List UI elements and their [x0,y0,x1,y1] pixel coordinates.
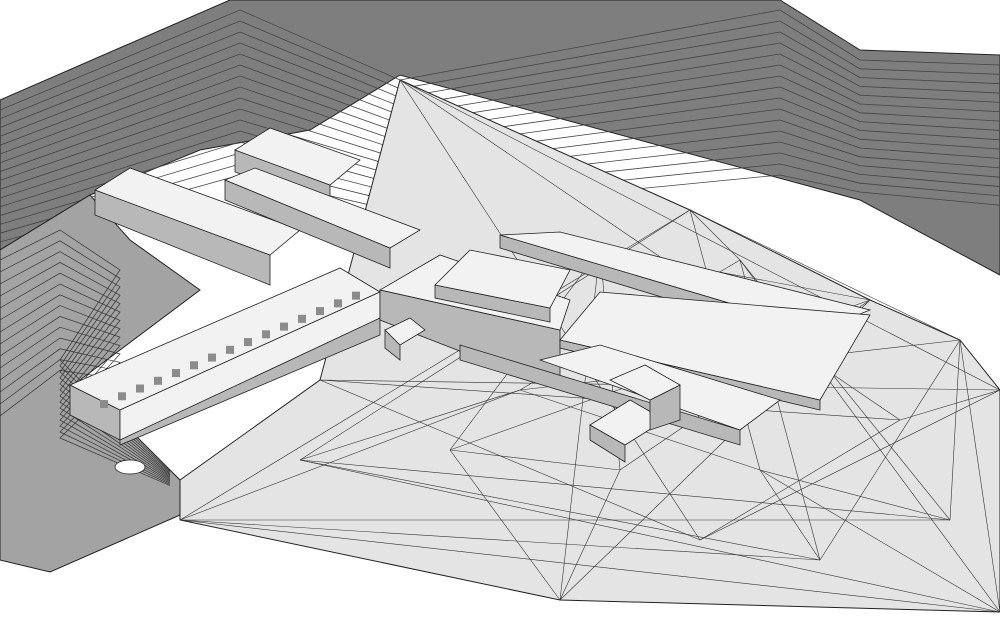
building-window [298,314,306,323]
building-window [352,291,360,300]
contour-line [0,86,1000,172]
mesh-edge [689,209,741,261]
building-window [244,338,252,347]
building-window [136,384,144,393]
building-window [262,330,270,339]
building-window [208,353,216,362]
building-roof [609,364,681,401]
mesh-edge [449,449,561,601]
building-window [118,392,126,401]
building-window [100,400,108,408]
building-window [154,376,162,385]
building-roof [234,127,361,186]
mesh-edge [179,519,1000,613]
contour-line [0,130,1000,208]
contour-line [0,108,1000,190]
mesh-edge [699,419,901,541]
contour-line [0,42,1000,137]
mesh-edge [759,469,821,561]
contour-line [0,326,171,482]
building-window [190,361,198,370]
mesh-edge [759,469,1000,613]
contour-line [0,31,1000,128]
mesh-edge [179,519,821,561]
contour-line [0,97,1000,181]
building-roof [559,291,871,401]
building-roof [499,231,872,331]
mesh-edge [899,389,1000,421]
contour-line [0,53,1000,146]
mesh-edge [179,389,521,521]
building-window [316,307,324,316]
mesh-edge [299,459,1000,613]
building-window [280,322,288,331]
turnaround-circle [114,459,146,475]
building-window [334,299,342,308]
mesh-edge [299,459,951,521]
contour-line [0,316,171,480]
contour-line [0,337,171,483]
mesh-edge [819,339,961,561]
mesh-edge [449,449,621,471]
mesh-edge [559,469,621,601]
mesh-edge [949,339,961,521]
mesh-edge [399,79,1000,391]
building-roof [223,167,421,249]
mesh-edge [759,469,951,521]
building-window [172,369,180,378]
contour-line [0,141,1000,216]
mesh-edge [689,209,961,341]
mesh-edge [959,339,1000,613]
building-roof [434,249,571,309]
mesh-edge [699,389,1000,541]
contour-line [0,119,1000,199]
building-roof [384,317,426,346]
contour-line [0,348,171,484]
mesh-edge [319,379,701,541]
contour-line [0,64,1000,155]
contour-line [0,20,1000,120]
mesh-edge [299,459,821,561]
building-window [226,345,234,354]
contour-line [0,75,1000,164]
building-massing [69,127,872,475]
mesh-edge [299,389,521,461]
terrain-contours-upper [0,0,1000,276]
contour-line [0,9,1000,111]
